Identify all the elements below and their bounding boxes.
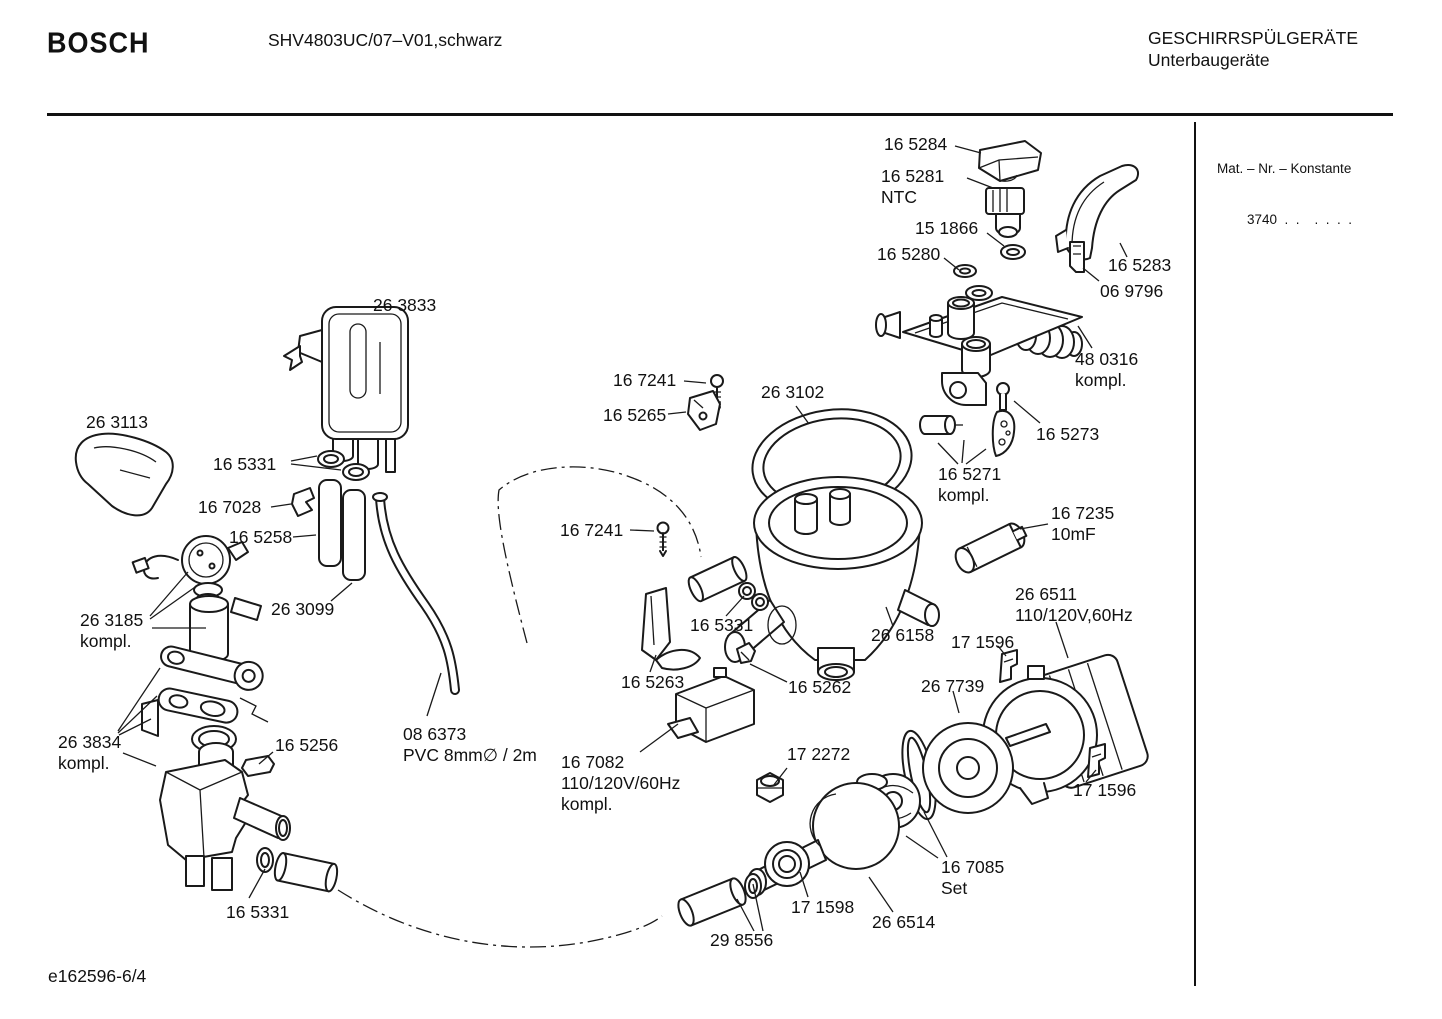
- part-label-29-8556: 29 8556: [710, 930, 774, 950]
- nut-172272-drawing: [756, 772, 784, 803]
- part-label-26-3113: 26 3113: [86, 412, 148, 432]
- part-label-16-5262: 16 5262: [788, 677, 852, 697]
- part-label-26-6514: 26 6514: [872, 912, 936, 932]
- o-ring-151866-drawing: [1000, 244, 1026, 260]
- bracket-263833-drawing: [283, 306, 409, 473]
- part-label-16-7028: 16 7028: [198, 497, 262, 517]
- leader-lines: [117, 145, 1128, 932]
- part-label-17-1598: 17 1598: [791, 897, 855, 917]
- part-label-26-3099: 26 3099: [271, 599, 335, 619]
- right-margin-line: [1194, 122, 1196, 986]
- part-label-16-5258: 16 5258: [229, 527, 293, 547]
- spring-263099-drawing: [342, 489, 366, 581]
- part-label-16-5284: 16 5284: [884, 134, 948, 154]
- pin-165273-drawing: [996, 382, 1010, 411]
- part-label-16-5331-bottom-left: 16 5331: [226, 902, 290, 922]
- part-label-17-2272: 17 2272: [787, 744, 851, 764]
- part-label-16-5331-center: 16 5331: [690, 615, 754, 635]
- product-line: GESCHIRRSPÜLGERÄTE Unterbaugeräte: [1148, 27, 1358, 71]
- header-divider: [47, 113, 1393, 116]
- part-label-17-1596-upper: 17 1596: [951, 632, 1015, 652]
- bellows-165331-drawing: [687, 555, 769, 611]
- part-label-16-5280: 16 5280: [877, 244, 941, 264]
- part-label-26-7739: 26 7739: [921, 676, 985, 696]
- sump-266158-drawing: [724, 476, 940, 681]
- hose-nipple-298556-drawing: [677, 873, 762, 927]
- part-label-16-7241-upper: 16 7241: [613, 370, 677, 390]
- clip-165262-drawing: [736, 642, 756, 664]
- actuator-263185-drawing: [131, 535, 262, 663]
- ntc-cover-drawing: [978, 140, 1042, 182]
- assembly-flow-lines: [337, 466, 702, 948]
- part-label-26-6158: 26 6158: [871, 625, 935, 645]
- part-label-16-5256: 16 5256: [275, 735, 339, 755]
- part-label-26-3102: 26 3102: [761, 382, 825, 402]
- ntc-sensor-drawing: [985, 187, 1025, 238]
- model-number: SHV4803UC/07–V01,schwarz: [268, 30, 503, 50]
- valve-165271-drawing: [919, 372, 1016, 457]
- capacitor-167235-drawing: [954, 522, 1028, 574]
- clip-069796-drawing: [1069, 241, 1085, 273]
- bearing-171598-drawing: [764, 841, 810, 887]
- material-number-box: Mat. – Nr. – Konstante 3740 . . . . . .: [1217, 126, 1352, 262]
- hose-fitting-165331b-drawing: [256, 847, 339, 893]
- product-line-sub: Unterbaugeräte: [1148, 50, 1270, 70]
- mat-nr-label: Mat. – Nr. – Konstante: [1217, 161, 1352, 176]
- cover-165283-drawing: [1055, 164, 1140, 261]
- valve-263834-drawing: [141, 645, 291, 891]
- part-label-16-5265: 16 5265: [603, 405, 667, 425]
- part-label-16-5331-upper-left: 16 5331: [213, 454, 277, 474]
- part-label-16-5273: 16 5273: [1036, 424, 1100, 444]
- part-label-16-5263: 16 5263: [621, 672, 685, 692]
- o-rings-165280-drawing: [953, 264, 993, 301]
- mat-nr-value: 3740 . . . . . .: [1247, 212, 1353, 227]
- seal-ring-267739-drawing: [901, 722, 1014, 821]
- cover-263113-drawing: [74, 432, 174, 517]
- part-label-15-1866: 15 1866: [915, 218, 979, 238]
- spring-165258-drawing: [318, 479, 342, 567]
- part-label-17-1596-lower: 17 1596: [1073, 780, 1137, 800]
- bracket-165265-drawing: [687, 390, 721, 431]
- part-label-06-9796: 06 9796: [1100, 281, 1164, 301]
- part-label-16-7241-lower: 16 7241: [560, 520, 624, 540]
- hose-086373-drawing: [372, 492, 460, 695]
- o-rings-165331a-drawing: [317, 450, 370, 481]
- solenoid-167082-drawing: [667, 667, 755, 743]
- clip-171596b-drawing: [1087, 743, 1106, 778]
- bosch-logo: BOSCH: [47, 27, 150, 59]
- manifold-480316-drawing: [875, 296, 1083, 378]
- part-label-16-5283: 16 5283: [1108, 255, 1172, 275]
- document-reference: e162596-6/4: [48, 966, 147, 986]
- clip-167028-drawing: [291, 487, 315, 517]
- screw-167241b-drawing: [656, 521, 670, 557]
- clip-171596a-drawing: [999, 649, 1018, 683]
- bracket-165263-drawing: [641, 587, 701, 671]
- product-line-title: GESCHIRRSPÜLGERÄTE: [1148, 28, 1359, 48]
- part-label-26-3833: 26 3833: [373, 295, 437, 315]
